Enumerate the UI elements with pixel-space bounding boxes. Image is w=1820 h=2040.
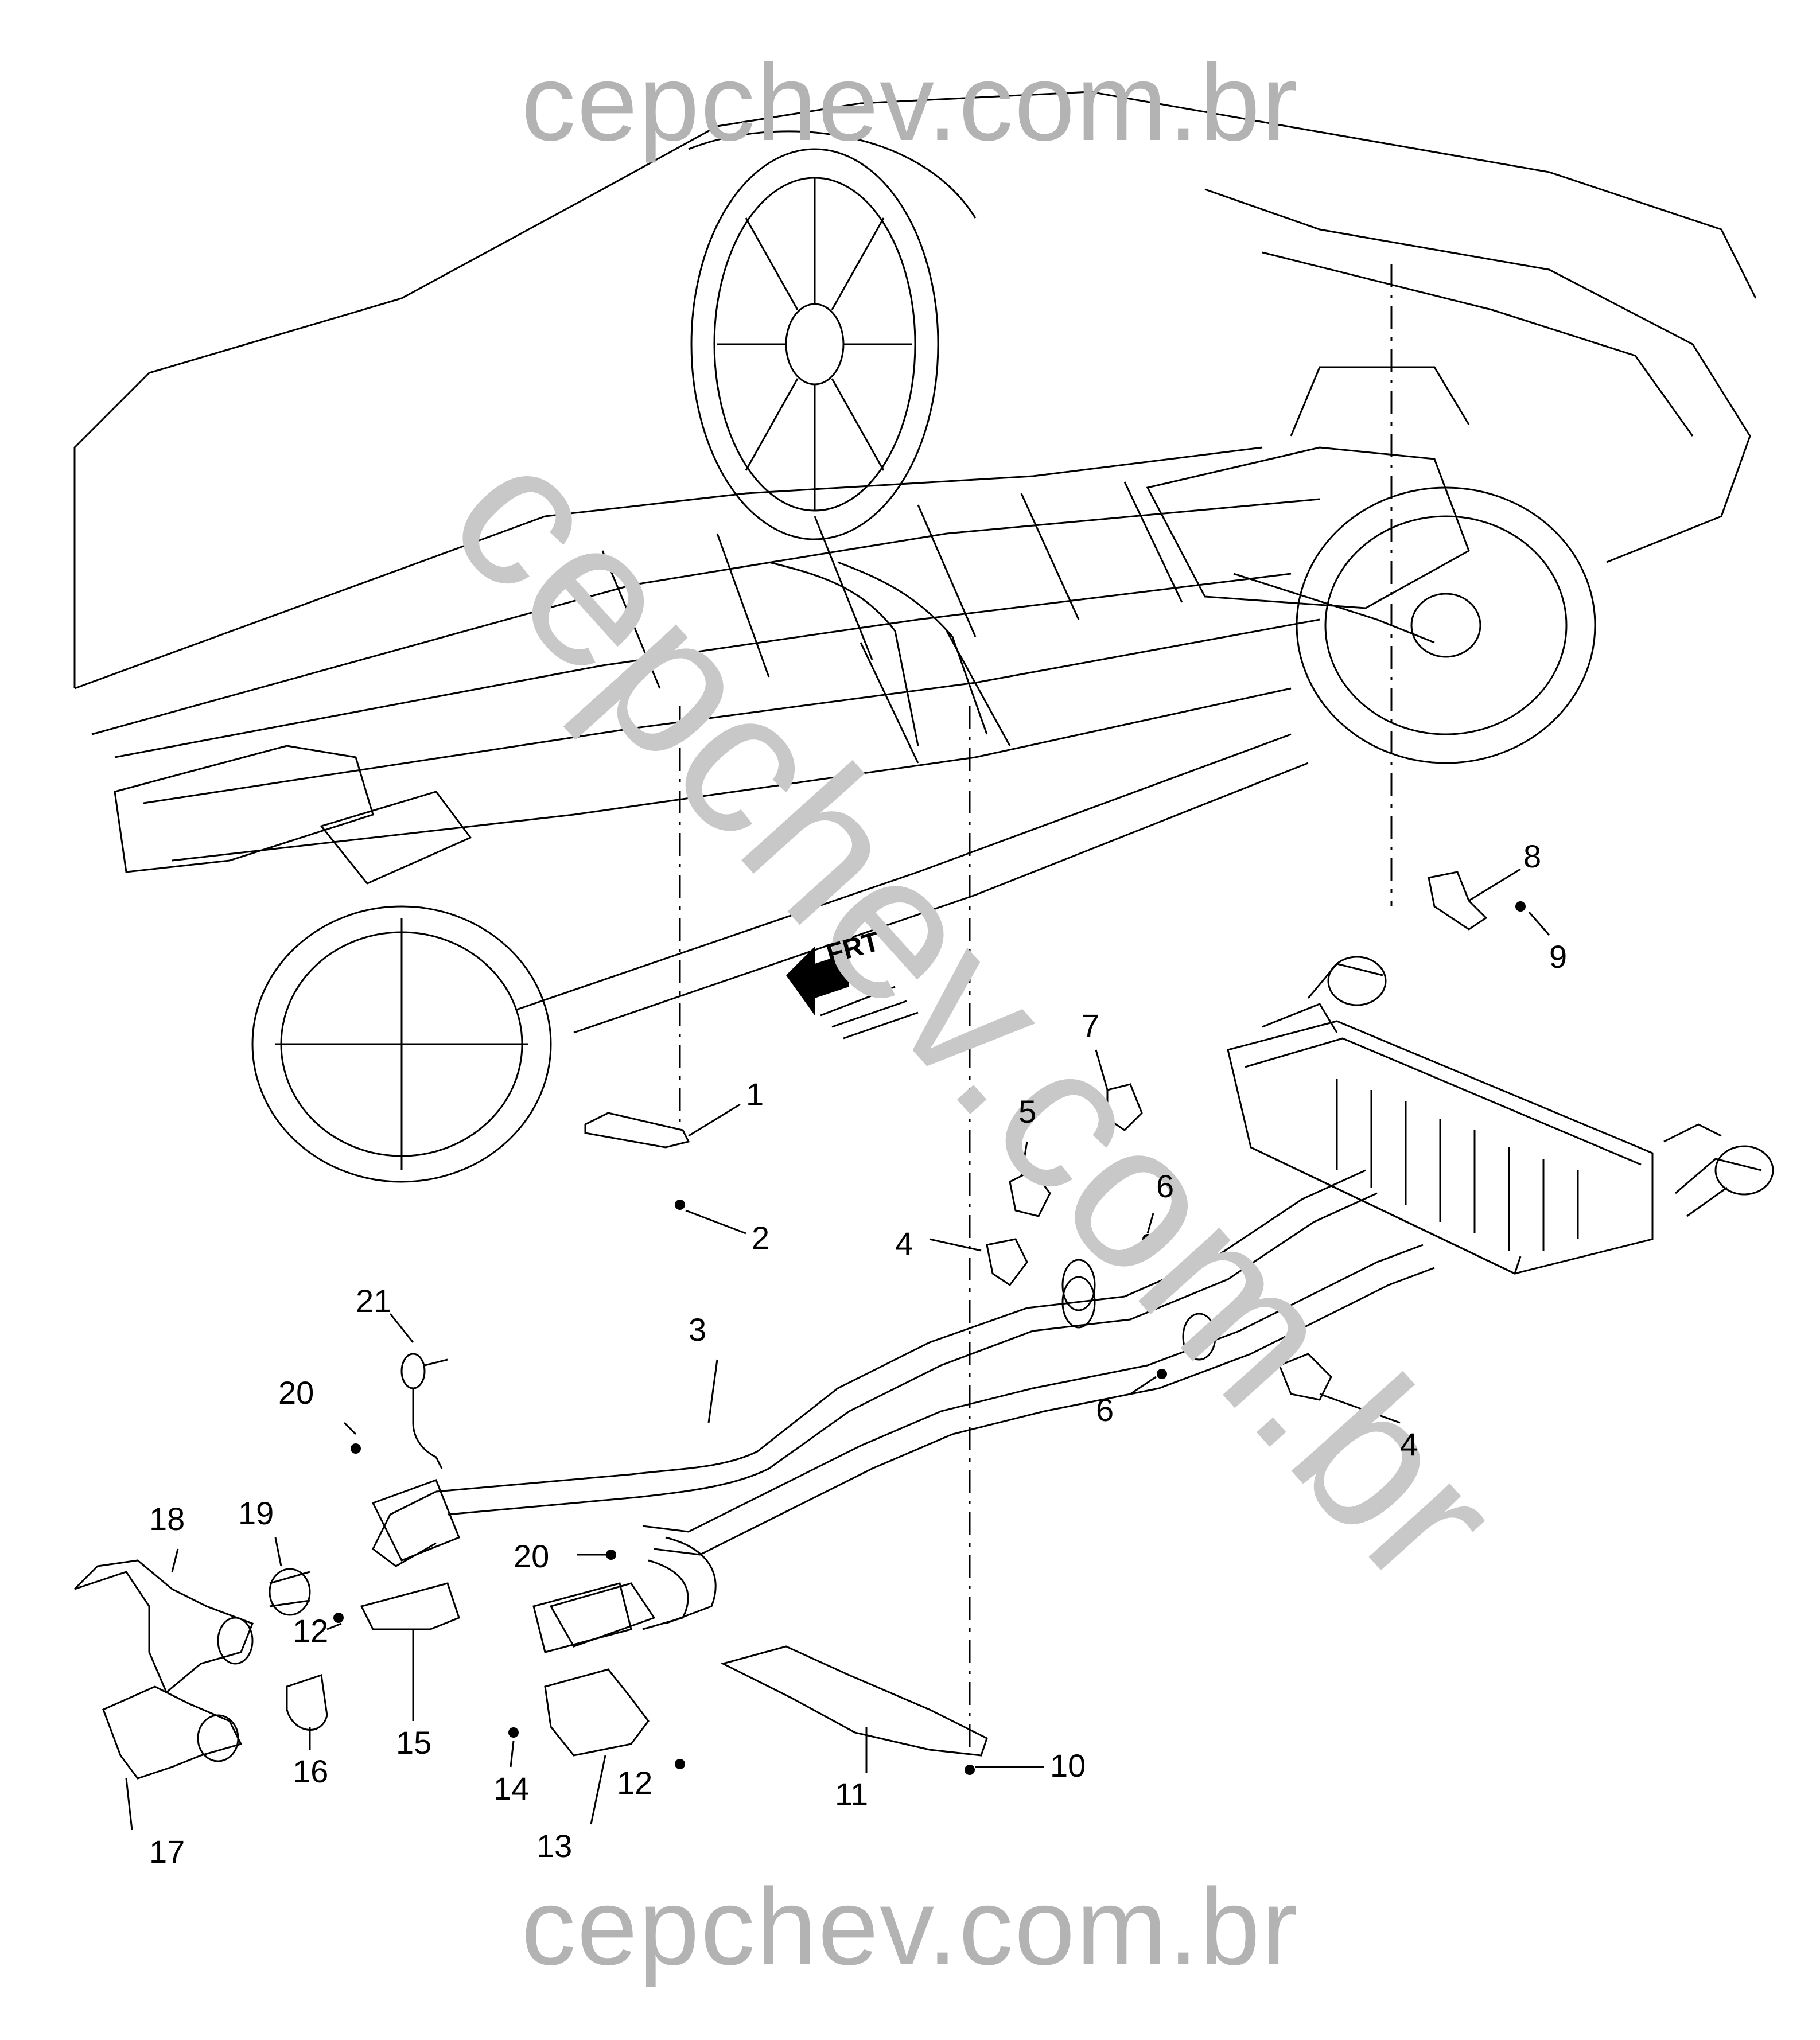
callout-17: 17 (149, 1833, 185, 1870)
vehicle-underbody (73, 91, 1757, 1034)
callout-2: 2 (752, 1220, 770, 1256)
part-21-sensor (400, 1353, 448, 1469)
part-16-gasket (286, 1674, 328, 1731)
callout-18: 18 (149, 1501, 185, 1537)
callout-8: 8 (1523, 838, 1542, 874)
part-1-bracket (584, 1112, 690, 1149)
intermediate-pipe (371, 1169, 1435, 1653)
callout-16: 16 (293, 1753, 329, 1789)
callout-15: 15 (396, 1724, 432, 1761)
callout-9: 9 (1549, 939, 1568, 975)
part-15-heat-shield (360, 1582, 460, 1630)
callout-12-left: 12 (293, 1613, 329, 1649)
callout-3: 3 (689, 1311, 707, 1348)
callout-1: 1 (746, 1076, 764, 1112)
callout-4-right: 4 (1400, 1426, 1418, 1462)
callout-20-upper: 20 (278, 1375, 314, 1411)
callout-14: 14 (493, 1770, 530, 1807)
hangers (986, 871, 1488, 1401)
callout-11: 11 (835, 1776, 869, 1812)
callout-4-left: 4 (895, 1225, 913, 1262)
callout-5: 5 (1018, 1093, 1037, 1130)
callout-20-lower: 20 (514, 1538, 550, 1574)
callout-21: 21 (356, 1283, 392, 1319)
front-wheel-lower (251, 905, 552, 1183)
callout-10: 10 (1050, 1747, 1086, 1784)
front-direction-arrow (786, 947, 919, 1040)
rear-muffler (1227, 956, 1774, 1275)
part-11-shield (720, 1645, 988, 1757)
callout-13: 13 (536, 1828, 573, 1864)
fasteners (333, 901, 1526, 1775)
part-18-converter (73, 1559, 254, 1694)
part-19-clamp (269, 1568, 311, 1616)
callout-6-upper: 6 (1156, 1168, 1175, 1204)
callout-7: 7 (1082, 1007, 1100, 1044)
leader-lines (125, 868, 1550, 1831)
alignment-lines (679, 264, 1393, 1750)
rear-wheel-upper (688, 130, 977, 540)
callout-12-right: 12 (617, 1765, 653, 1801)
watermark-bottom: cepchev.com.br (521, 1866, 1299, 1988)
callout-6-lower: 6 (1096, 1392, 1114, 1428)
part-17-converter (102, 1685, 243, 1780)
callout-19: 19 (238, 1495, 274, 1531)
part-13-heat-shield (544, 1668, 650, 1757)
watermark-top: cepchev.com.br (521, 42, 1299, 163)
rear-wheel-right (1296, 486, 1596, 764)
